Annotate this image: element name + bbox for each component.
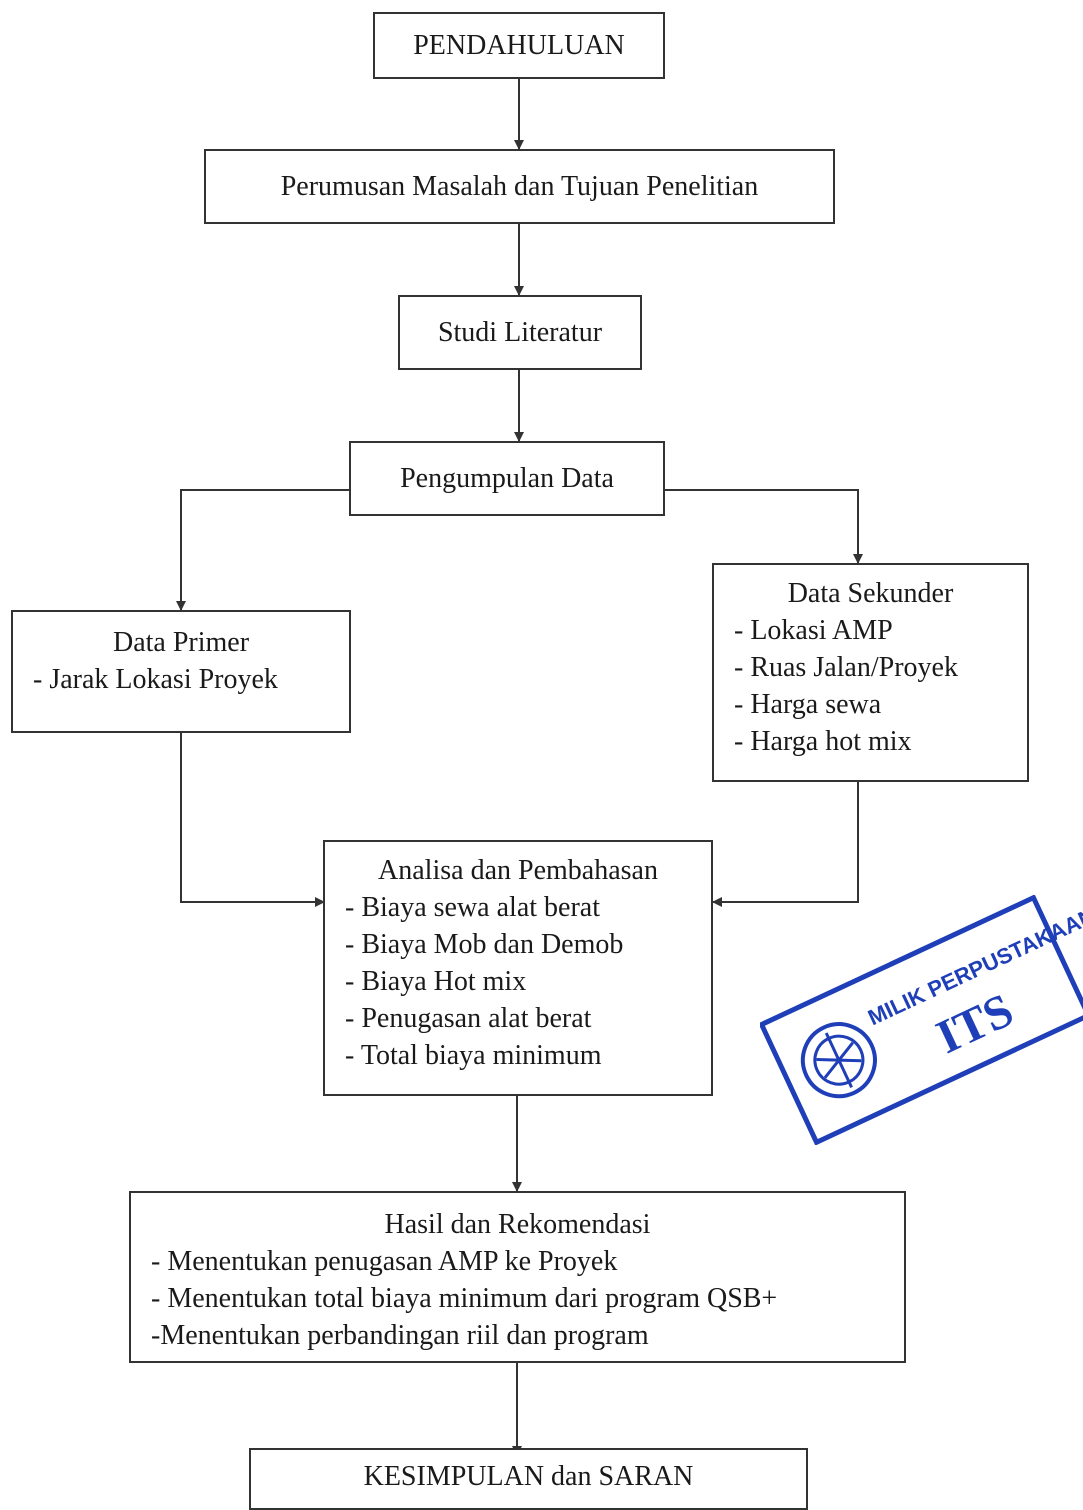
node-analisa-title: Analisa dan Pembahasan: [378, 855, 658, 886]
node-data-primer: Data Primer - Jarak Lokasi Proyek: [11, 610, 351, 733]
list-item: - Menentukan penugasan AMP ke Proyek: [151, 1246, 618, 1277]
node-pendahuluan: PENDAHULUAN: [373, 12, 665, 79]
node-pengumpulan-data: Pengumpulan Data: [349, 441, 665, 516]
list-item: - Harga hot mix: [734, 726, 912, 757]
node-data-sekunder: Data Sekunder - Lokasi AMP - Ruas Jalan/…: [712, 563, 1029, 782]
node-studi-title: Studi Literatur: [437, 316, 603, 348]
list-item: - Biaya Hot mix: [345, 966, 527, 997]
list-item: -Menentukan perbandingan riil dan progra…: [151, 1320, 649, 1351]
list-item: - Menentukan total biaya minimum dari pr…: [151, 1283, 778, 1314]
list-item: - Biaya sewa alat berat: [345, 892, 600, 923]
node-hasil: Hasil dan Rekomendasi - Menentukan penug…: [129, 1191, 906, 1363]
node-pendahuluan-title: PENDAHULUAN: [413, 29, 625, 61]
node-kesimpulan-title: KESIMPULAN dan SARAN: [363, 1461, 694, 1492]
node-studi-literatur: Studi Literatur: [398, 295, 642, 370]
node-pengumpulan-title: Pengumpulan Data: [400, 462, 614, 494]
node-hasil-title: Hasil dan Rekomendasi: [384, 1209, 651, 1240]
arrow-pengumpulan-sekunder: [664, 489, 863, 564]
node-primer-title: Data Primer: [112, 627, 250, 658]
node-perumusan: Perumusan Masalah dan Tujuan Penelitian: [204, 149, 835, 224]
arrow-pengumpulan-primer: [176, 489, 350, 611]
arrow-sekunder-analisa: [712, 781, 859, 907]
node-analisa: Analisa dan Pembahasan - Biaya sewa alat…: [323, 840, 713, 1096]
node-kesimpulan: KESIMPULAN dan SARAN: [249, 1448, 808, 1510]
node-sekunder-title: Data Sekunder: [787, 578, 954, 609]
list-item: - Jarak Lokasi Proyek: [33, 664, 278, 695]
list-item: - Total biaya minimum: [345, 1040, 602, 1071]
library-stamp: MILIK PERPUSTAKAAN ITS: [760, 895, 1083, 1145]
list-item: - Lokasi AMP: [734, 615, 893, 646]
list-item: - Biaya Mob dan Demob: [345, 929, 624, 960]
node-perumusan-title: Perumusan Masalah dan Tujuan Penelitian: [280, 170, 759, 202]
arrow-primer-analisa: [180, 732, 325, 907]
list-item: - Harga sewa: [734, 689, 882, 720]
list-item: - Ruas Jalan/Proyek: [734, 652, 958, 683]
list-item: - Penugasan alat berat: [345, 1003, 592, 1034]
